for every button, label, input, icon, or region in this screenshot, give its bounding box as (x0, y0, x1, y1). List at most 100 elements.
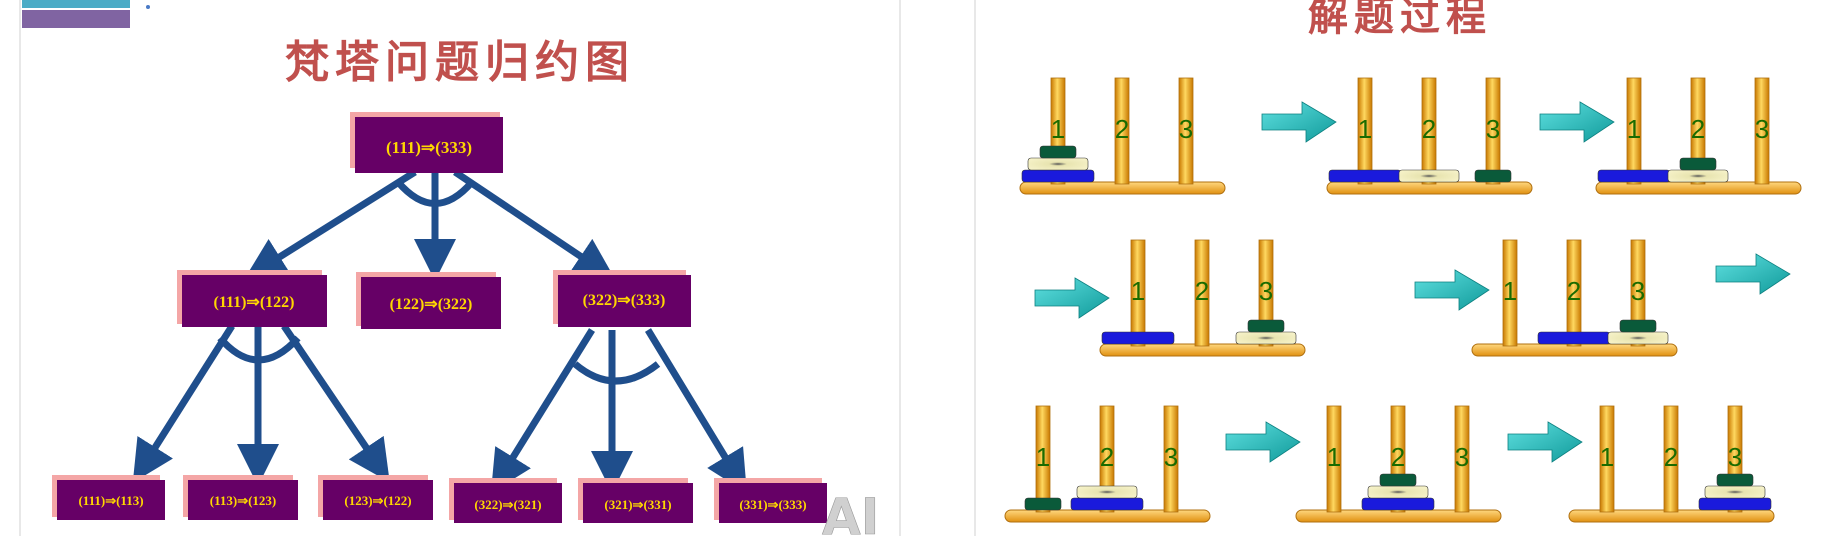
node-level2-5-label: (321)⇒(331) (604, 497, 671, 512)
hanoi-disk-2 (1076, 485, 1138, 499)
hanoi-state-7: 1 2 3 (1295, 405, 1502, 523)
hanoi-peg-label: 1 (1327, 442, 1341, 472)
hanoi-peg-label: 1 (1051, 114, 1065, 144)
hanoi-peg-label: 2 (1195, 276, 1209, 306)
hanoi-peg-label: 1 (1131, 276, 1145, 306)
node-level2-5: (321)⇒(331) (578, 478, 693, 523)
hanoi-disk-1 (1024, 497, 1062, 511)
hanoi-peg-label: 3 (1164, 442, 1178, 472)
hanoi-disk-1 (1679, 157, 1717, 171)
move-arrow-7 (1507, 421, 1583, 463)
hanoi-peg-3 (1258, 239, 1274, 347)
hanoi-peg-3 (1485, 77, 1501, 185)
hanoi-peg-1 (1599, 405, 1615, 513)
node-level1-3: (322)⇒(333) (553, 270, 691, 327)
deco-bar-purple (22, 10, 130, 28)
hanoi-peg-label: 3 (1179, 114, 1193, 144)
hanoi-peg-label: 3 (1631, 276, 1645, 306)
hanoi-peg-label: 1 (1358, 114, 1372, 144)
hanoi-peg-3 (1454, 405, 1470, 513)
move-arrow-6 (1225, 421, 1301, 463)
hanoi-peg-label: 3 (1486, 114, 1500, 144)
tree-arrows-left (132, 324, 390, 486)
hanoi-disk-1 (1379, 473, 1417, 487)
hanoi-peg-label: 2 (1567, 276, 1581, 306)
node-level1-1-label: (111)⇒(122) (214, 294, 295, 311)
hanoi-peg-label: 3 (1755, 114, 1769, 144)
node-root-label: (111)⇒(333) (386, 138, 472, 157)
hanoi-peg-3 (1163, 405, 1179, 513)
node-root: (111)⇒(333) (350, 112, 503, 173)
hanoi-disk-2 (1398, 169, 1460, 183)
hanoi-disk-3 (1361, 497, 1435, 511)
hanoi-disk-3 (1328, 169, 1402, 183)
hanoi-state-8: 1 2 3 (1568, 405, 1775, 523)
node-level2-4-label: (322)⇒(321) (474, 497, 541, 512)
hanoi-disk-2 (1027, 157, 1089, 171)
hanoi-disk-3 (1537, 331, 1611, 345)
hanoi-peg-label: 2 (1422, 114, 1436, 144)
right-title: 解题过程 (1308, 0, 1492, 40)
hanoi-disk-2 (1704, 485, 1766, 499)
hanoi-disk-3 (1070, 497, 1144, 511)
hanoi-peg-3 (1178, 77, 1194, 185)
hanoi-peg-label: 3 (1455, 442, 1469, 472)
hanoi-peg-1 (1130, 239, 1146, 347)
node-level2-6: (331)⇒(333) (714, 478, 827, 523)
hanoi-disk-3 (1021, 169, 1095, 183)
node-level2-6-label: (331)⇒(333) (739, 497, 806, 512)
hanoi-peg-2 (1114, 77, 1130, 185)
hanoi-disk-3 (1597, 169, 1671, 183)
node-level2-1-label: (111)⇒(113) (78, 493, 143, 508)
hanoi-state-2: 1 2 3 (1326, 77, 1533, 195)
node-level1-3-label: (322)⇒(333) (583, 292, 666, 309)
hanoi-peg-label: 2 (1664, 442, 1678, 472)
hanoi-peg-1 (1035, 405, 1051, 513)
hanoi-peg-label: 1 (1627, 114, 1641, 144)
hanoi-disk-2 (1367, 485, 1429, 499)
hanoi-peg-label: 1 (1600, 442, 1614, 472)
hanoi-disk-1 (1039, 145, 1077, 159)
hanoi-peg-2 (1421, 77, 1437, 185)
node-level1-2: (122)⇒(322) (356, 272, 501, 329)
node-level1-2-label: (122)⇒(322) (390, 296, 473, 313)
hanoi-disk-1 (1474, 169, 1512, 183)
hanoi-peg-1 (1357, 77, 1373, 185)
hanoi-peg-1 (1326, 405, 1342, 513)
node-level2-3-label: (123)⇒(122) (344, 493, 411, 508)
hanoi-peg-label: 2 (1391, 442, 1405, 472)
node-level2-2-label: (113)⇒(123) (210, 493, 277, 508)
node-level2-4: (322)⇒(321) (449, 478, 562, 523)
node-level2-1: (111)⇒(113) (52, 475, 165, 520)
hanoi-disk-2 (1667, 169, 1729, 183)
hanoi-disk-1 (1716, 473, 1754, 487)
hanoi-disk-2 (1235, 331, 1297, 345)
tree-arrows-right (490, 328, 747, 493)
hanoi-peg-2 (1566, 239, 1582, 347)
hanoi-peg-3 (1754, 77, 1770, 185)
hanoi-disk-3 (1698, 497, 1772, 511)
move-arrow-4 (1414, 269, 1490, 311)
hanoi-peg-2 (1663, 405, 1679, 513)
hanoi-peg-label: 3 (1728, 442, 1742, 472)
hanoi-peg-label: 2 (1100, 442, 1114, 472)
move-arrow-2 (1539, 101, 1615, 143)
hanoi-peg-label: 1 (1036, 442, 1050, 472)
left-slide: 梵塔问题归约图 (111)⇒(333) (19, 0, 901, 536)
hanoi-peg-1 (1502, 239, 1518, 347)
watermark: AI (822, 488, 879, 536)
hanoi-peg-2 (1690, 77, 1706, 185)
deco-dot (146, 5, 150, 9)
move-arrow-3 (1034, 277, 1110, 319)
node-level2-3: (123)⇒(122) (318, 475, 433, 520)
hanoi-disk-1 (1247, 319, 1285, 333)
deco-bar-teal (22, 0, 130, 8)
hanoi-peg-3 (1630, 239, 1646, 347)
node-level1-1: (111)⇒(122) (177, 270, 327, 327)
